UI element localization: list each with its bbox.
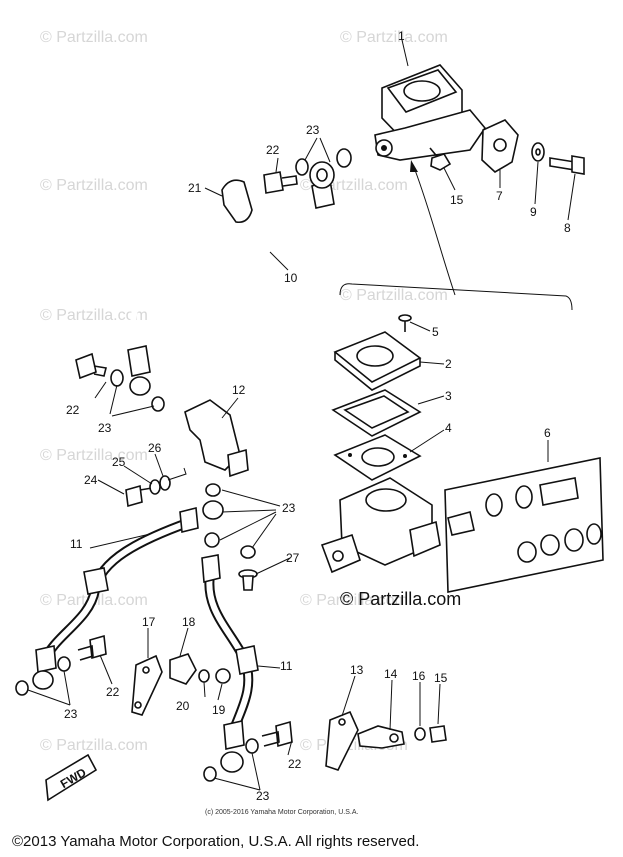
watermark: © Partzilla.com	[340, 29, 448, 46]
part-master-cylinder[interactable]	[374, 64, 487, 161]
callout-7: 7	[496, 189, 503, 203]
callout-1: 1	[398, 29, 405, 43]
watermark: © Partzilla.com	[300, 592, 408, 609]
part-bolt-19[interactable]	[215, 668, 231, 684]
part-bracket-13[interactable]	[325, 710, 359, 771]
watermark: © Partzilla.com	[40, 447, 148, 464]
callout-23-left: 23	[98, 421, 112, 435]
callout-19: 19	[212, 703, 226, 717]
part-hose-10[interactable]	[127, 178, 335, 396]
callout-2: 2	[445, 357, 452, 371]
part-washer-23-bl-b[interactable]	[57, 656, 71, 672]
part-nut-15-top[interactable]	[430, 153, 452, 171]
watermark: © Partzilla.com	[340, 287, 448, 304]
callout-22-top: 22	[266, 143, 280, 157]
callout-12: 12	[232, 383, 246, 397]
callout-24: 24	[84, 473, 98, 487]
callout-3: 3	[445, 389, 452, 403]
part-elbow-21[interactable]	[221, 179, 253, 224]
part-bolt-22-left[interactable]	[75, 352, 107, 380]
callout-25: 25	[112, 455, 126, 469]
callout-13: 13	[350, 663, 364, 677]
watermark: © Partzilla.com	[40, 29, 148, 46]
part-washer-23-top-b[interactable]	[336, 148, 352, 168]
part-washer-26[interactable]	[159, 475, 171, 491]
part-joint-12[interactable]	[184, 399, 249, 478]
leader-arrow	[414, 169, 456, 296]
part-washer-23-bl-a[interactable]	[15, 680, 29, 696]
part-hose-11-left[interactable]	[32, 506, 199, 690]
part-washer-23-top-a[interactable]	[295, 158, 309, 176]
callout-9: 9	[530, 205, 537, 219]
callout-26: 26	[148, 441, 162, 455]
callout-22-left: 22	[66, 403, 80, 417]
forward-arrow: FWD	[45, 753, 98, 802]
part-washer-20[interactable]	[198, 669, 210, 683]
callout-15-bottom: 15	[434, 671, 448, 685]
callout-18: 18	[182, 615, 196, 629]
callout-23-bl: 23	[64, 707, 78, 721]
part-caliper-18[interactable]	[169, 653, 197, 685]
callout-20: 20	[176, 699, 190, 713]
part-screw-5[interactable]	[398, 314, 412, 332]
part-diaphragm-4[interactable]	[333, 434, 422, 481]
part-washer-16[interactable]	[414, 727, 426, 741]
part-washer-9[interactable]	[531, 142, 545, 162]
callout-6: 6	[544, 426, 551, 440]
callout-labels: 1 2 3 4 5 6 7 8 9 10 11 11 12 13 14 15 1…	[64, 29, 571, 803]
callout-23-bottom: 23	[256, 789, 270, 803]
part-washer-23-bottom-b[interactable]	[245, 738, 259, 754]
part-bolt-22-top[interactable]	[263, 171, 298, 194]
part-washer-25[interactable]	[149, 479, 161, 495]
callout-15-top: 15	[450, 193, 464, 207]
callout-14: 14	[384, 667, 398, 681]
callout-4: 4	[445, 421, 452, 435]
callout-11-left: 11	[70, 537, 83, 551]
part-cap-2[interactable]	[333, 331, 422, 391]
part-bracket-17[interactable]	[131, 654, 163, 716]
part-bolt-22-bl[interactable]	[77, 634, 107, 661]
part-banjo-fitting-mid[interactable]	[202, 483, 256, 559]
part-bolt-8[interactable]	[549, 155, 585, 175]
watermark: © Partzilla.com	[40, 177, 148, 194]
part-bolt-24[interactable]	[125, 484, 153, 508]
part-washer-23-bottom-a[interactable]	[203, 766, 217, 782]
leader-lines	[27, 39, 576, 791]
callout-23-top: 23	[306, 123, 320, 137]
callout-22-bottom: 22	[288, 757, 302, 771]
callout-27: 27	[286, 551, 300, 565]
callout-17: 17	[142, 615, 156, 629]
copyright-small: (c) 2005-2016 Yamaha Motor Corporation, …	[205, 809, 358, 816]
part-washer-23-left-a[interactable]	[110, 369, 124, 387]
watermark: © Partzilla.com	[40, 307, 148, 324]
part-hose-11-right[interactable]	[201, 554, 259, 773]
arrow-head	[410, 160, 418, 172]
callout-10: 10	[284, 271, 298, 285]
part-bracket-7[interactable]	[481, 119, 519, 173]
callout-22-bl: 22	[106, 685, 120, 699]
part-bolt-27[interactable]	[238, 569, 258, 591]
watermark: © Partzilla.com	[40, 737, 148, 754]
callout-21: 21	[188, 181, 202, 195]
callout-5: 5	[432, 325, 439, 339]
part-cylinder-body[interactable]	[320, 477, 441, 574]
part-washer-23-left-b[interactable]	[151, 396, 165, 412]
callout-8: 8	[564, 221, 571, 235]
part-nut-15-bottom[interactable]	[429, 725, 447, 743]
site-credit: © Partzilla.com	[340, 589, 461, 609]
part-bolt-22-bottom[interactable]	[261, 720, 293, 748]
part-plate-3[interactable]	[331, 389, 422, 437]
part-connector-14[interactable]	[357, 725, 405, 749]
callout-16: 16	[412, 669, 426, 683]
leader-line	[167, 467, 187, 481]
callout-23-mid: 23	[282, 501, 296, 515]
part-kit-6[interactable]	[444, 457, 604, 593]
callout-11-right: 11	[280, 659, 293, 673]
exploded-view-bracket	[339, 283, 573, 311]
copyright-notice: ©2013 Yamaha Motor Corporation, U.S.A. A…	[12, 833, 419, 850]
part-banjo-fitting-top[interactable]	[309, 161, 335, 189]
